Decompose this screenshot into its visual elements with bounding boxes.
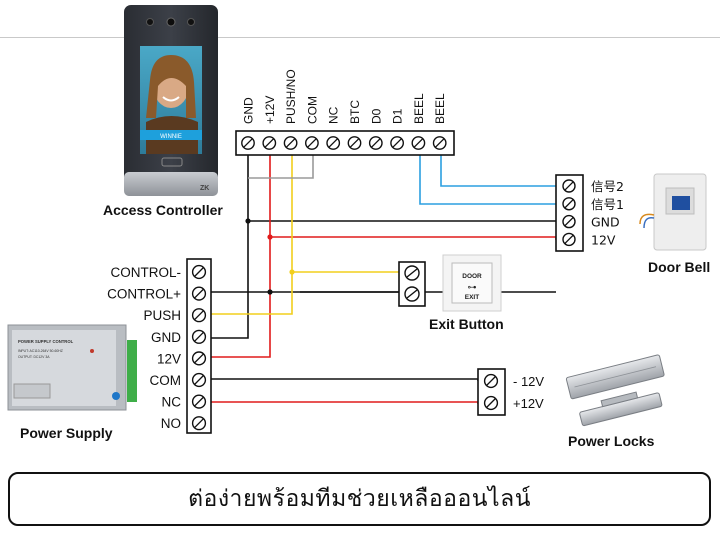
- wire-black-gnd: [210, 150, 249, 339]
- wire-yellow-psu-push: [210, 272, 293, 315]
- controller-terminal-label: BEEL: [433, 93, 447, 124]
- controller-terminal-label: D0: [369, 108, 383, 124]
- access-controller-caption: Access Controller: [103, 202, 223, 218]
- exit-plate-bottom: EXIT: [465, 294, 479, 301]
- terminal-screw-slot: [194, 375, 204, 385]
- terminal-screw-slot: [328, 138, 338, 148]
- power-locks-terminal-label: +12V: [513, 396, 544, 411]
- terminal-screw-slot: [194, 353, 204, 364]
- power-supply-device: POWER SUPPLY CONTROL INPUT: AC110-264V 5…: [7, 324, 137, 411]
- controller-terminal-label: BEEL: [412, 93, 426, 124]
- controller-terminal-label: PUSH/NO: [284, 69, 298, 124]
- controller-terminal-label: GND: [242, 97, 256, 124]
- controller-terminal-label: NC: [327, 106, 341, 124]
- psu-terminal-label: GND: [151, 330, 181, 345]
- wire-red-12v: [210, 150, 271, 358]
- terminal-screw-slot: [194, 331, 204, 342]
- support-banner-text: ต่อง่ายพร้อมทีมช่วยเหลือออนไลน์: [188, 486, 531, 512]
- psu-terminal-label: CONTROL+: [107, 287, 181, 302]
- wire-blue-beel1: [419, 150, 556, 205]
- terminal-screw-slot: [243, 138, 253, 148]
- terminal-screw-slot: [413, 138, 424, 148]
- terminal-screw-slot: [371, 138, 381, 148]
- brand-logo: ZK: [200, 185, 209, 192]
- junction-dots: [245, 218, 295, 295]
- terminal-screw-slot: [307, 138, 317, 148]
- power-supply-caption: Power Supply: [20, 425, 113, 441]
- power-locks-terminal-label: - 12V: [513, 374, 544, 389]
- terminal-screw-slot: [349, 138, 360, 148]
- door-bell-terminal-label: 信号1: [591, 197, 624, 212]
- psu-terminal-label: COM: [150, 373, 182, 388]
- psu-terminal-label: NC: [162, 395, 182, 410]
- psu-terminal-label: NO: [161, 416, 181, 431]
- terminal-screw-slot: [434, 138, 445, 148]
- wire-gray-com: [248, 150, 314, 179]
- svg-text:⊶: ⊶: [468, 282, 477, 292]
- junction-dot: [289, 269, 295, 275]
- terminal-screw-slot: [486, 398, 496, 408]
- exit-button-device: DOOR EXIT ⊶: [398, 254, 502, 312]
- terminal-screw-slot: [194, 288, 204, 299]
- door-bell-terminal-label: 12V: [591, 232, 616, 247]
- controller-terminal-label: COM: [305, 96, 319, 124]
- terminal-screw-slot: [194, 267, 204, 277]
- terminal-screw-slot: [564, 181, 574, 191]
- terminal-screw-slot: [194, 396, 204, 407]
- power-locks-device: [565, 354, 665, 427]
- psu-terminal-label: 12V: [157, 351, 181, 366]
- terminal-screw-slot: [392, 138, 402, 148]
- wires: [210, 150, 557, 404]
- controller-terminal-label: BTC: [348, 100, 362, 124]
- wire-red-lock-pos: [210, 401, 479, 404]
- door-bell-caption: Door Bell: [648, 259, 710, 275]
- terminal-screw-slot: [194, 418, 204, 429]
- power-locks-caption: Power Locks: [568, 433, 655, 449]
- power-locks-terminal-block: - 12V +12V: [477, 368, 544, 416]
- wire-yellow-push: [291, 150, 400, 273]
- psu-label-output: OUTPUT: DC12V 3A: [18, 355, 50, 359]
- exit-plate-top: DOOR: [462, 273, 482, 280]
- psu-terminal-label: CONTROL-: [111, 265, 182, 280]
- access-controller-device: WINNIE ZK: [124, 5, 218, 196]
- terminal-screw-slot: [564, 216, 574, 227]
- controller-terminal-block: GND +12V PUSH/NO COM NC BTC D0 D1 BEEL BEEL: [235, 69, 455, 156]
- psu-label-title: POWER SUPPLY CONTROL: [18, 339, 74, 344]
- wire-red-doorbell-12v: [270, 236, 557, 240]
- terminal-screw-slot: [264, 138, 275, 148]
- wire-blue-beel2: [440, 150, 556, 187]
- door-bell-terminal-label: 信号2: [591, 179, 624, 194]
- junction-dot: [245, 218, 251, 224]
- controller-terminal-label: D1: [391, 108, 405, 124]
- exit-button-caption: Exit Button: [429, 316, 504, 332]
- psu-label-input: INPUT: AC110-264V 50-60HZ: [18, 349, 63, 353]
- terminal-screw-slot: [285, 138, 296, 148]
- psu-terminal-block: CONTROL- CONTROL+ PUSH GND 12V COM NC NO: [107, 258, 212, 434]
- junction-dot: [267, 289, 273, 295]
- terminal-screw-slot: [486, 376, 496, 386]
- wire-black-lock-neg: [210, 378, 479, 381]
- door-bell-device: [639, 173, 707, 251]
- screen-name-label: WINNIE: [160, 134, 182, 140]
- top-divider-line: [0, 37, 720, 38]
- junction-dot: [267, 234, 273, 240]
- door-bell-terminal-label: GND: [591, 215, 620, 230]
- terminal-screw-slot: [564, 199, 574, 209]
- psu-terminal-label: PUSH: [143, 308, 181, 323]
- terminal-screw-slot: [564, 234, 574, 245]
- controller-terminal-label: +12V: [263, 96, 277, 124]
- terminal-screw-slot: [194, 310, 204, 321]
- support-banner: ต่อง่ายพร้อมทีมช่วยเหลือออนไลน์: [8, 472, 711, 526]
